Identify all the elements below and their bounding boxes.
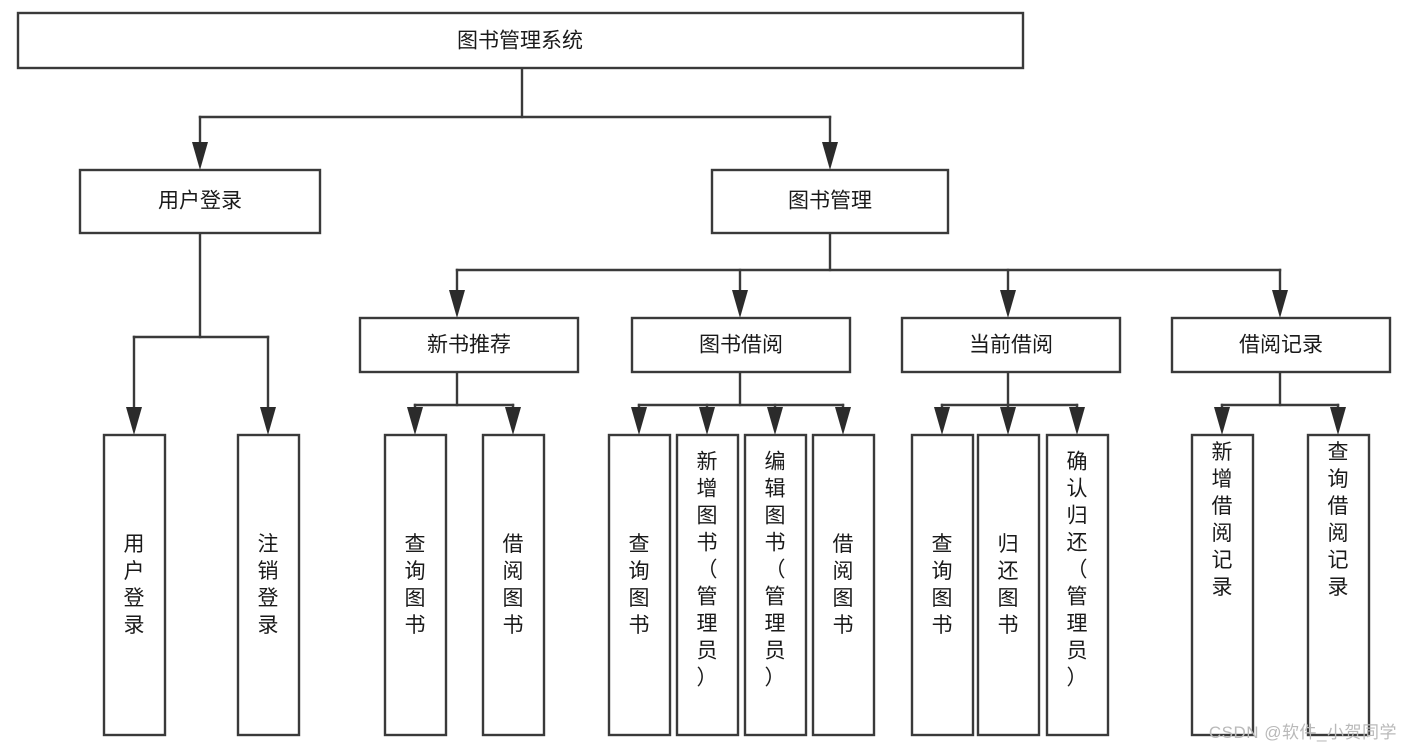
node-label-leaf-return-book: 归还图书 <box>998 533 1019 637</box>
connector-borrow-to-leaves <box>631 370 851 435</box>
node-label-leaf-logout: 注销登录 <box>258 533 279 637</box>
node-leaf-query-book-recommend[interactable]: 查询图书 <box>383 433 448 737</box>
node-borrow-record[interactable]: 借阅记录 <box>1170 316 1392 374</box>
node-label-current-borrow: 当前借阅 <box>969 334 1053 357</box>
arrow-head-icon <box>260 407 276 435</box>
arrow-head-icon <box>192 142 208 170</box>
arrow-head-icon <box>835 407 851 435</box>
node-label-leaf-confirm-return-admin: 确认归还（管理员） <box>1067 451 1088 690</box>
arrow-head-icon <box>126 407 142 435</box>
arrow-head-icon <box>505 407 521 435</box>
node-new-book-recommend[interactable]: 新书推荐 <box>358 316 580 374</box>
arrow-head-icon <box>1069 407 1085 435</box>
connector-user-login-to-leaves <box>126 231 276 435</box>
connector-recommend-to-leaves <box>407 370 521 435</box>
arrow-head-icon <box>822 142 838 170</box>
node-leaf-add-borrow-record[interactable]: 新增借阅记录 <box>1190 433 1255 737</box>
arrow-head-icon <box>934 407 950 435</box>
node-label-leaf-query-borrow-record: 查询借阅记录 <box>1328 441 1349 599</box>
node-label-leaf-borrow-book-recommend: 借阅图书 <box>503 533 524 637</box>
node-root-system[interactable]: 图书管理系统 <box>16 11 1025 70</box>
node-leaf-query-book-borrow[interactable]: 查询图书 <box>607 433 672 737</box>
connector-record-to-leaves <box>1214 370 1346 435</box>
connector-book-manage-to-level3 <box>449 231 1288 318</box>
node-leaf-edit-book-admin[interactable]: 编辑图书（管理员） <box>743 433 808 737</box>
node-label-book-borrow: 图书借阅 <box>699 334 783 357</box>
arrow-head-icon <box>1272 290 1288 318</box>
arrow-head-icon <box>449 290 465 318</box>
node-leaf-borrow-book-borrow[interactable]: 借阅图书 <box>811 433 876 737</box>
arrow-head-icon <box>1000 290 1016 318</box>
connector-current-borrow-to-leaves <box>934 370 1085 435</box>
node-label-leaf-borrow-book-borrow: 借阅图书 <box>833 533 854 637</box>
node-leaf-logout[interactable]: 注销登录 <box>236 433 301 737</box>
node-leaf-query-borrow-record[interactable]: 查询借阅记录 <box>1306 433 1371 737</box>
node-book-borrow[interactable]: 图书借阅 <box>630 316 852 374</box>
connector-root-to-level2 <box>192 66 838 170</box>
node-label-leaf-user-login: 用户登录 <box>124 533 145 637</box>
node-label-leaf-query-book-recommend: 查询图书 <box>405 533 426 637</box>
node-label-leaf-query-book-borrow: 查询图书 <box>629 533 650 637</box>
node-leaf-add-book-admin[interactable]: 新增图书（管理员） <box>675 433 740 737</box>
node-label-leaf-add-book-admin: 新增图书（管理员） <box>697 451 718 690</box>
node-label-leaf-query-book-current: 查询图书 <box>932 533 953 637</box>
csdn-watermark: CSDN @软件_小贺同学 <box>1208 723 1397 742</box>
arrow-head-icon <box>1000 407 1016 435</box>
node-leaf-user-login[interactable]: 用户登录 <box>102 433 167 737</box>
node-label-new-book-recommend: 新书推荐 <box>427 334 511 357</box>
arrow-head-icon <box>732 290 748 318</box>
node-label-root-system: 图书管理系统 <box>457 30 583 53</box>
node-leaf-borrow-book-recommend[interactable]: 借阅图书 <box>481 433 546 737</box>
node-book-management[interactable]: 图书管理 <box>710 168 950 235</box>
node-label-book-management: 图书管理 <box>788 190 872 213</box>
arrow-head-icon <box>767 407 783 435</box>
arrow-head-icon <box>699 407 715 435</box>
node-label-leaf-add-borrow-record: 新增借阅记录 <box>1212 441 1233 599</box>
node-label-borrow-record: 借阅记录 <box>1239 334 1323 357</box>
node-user-login[interactable]: 用户登录 <box>78 168 322 235</box>
arrow-head-icon <box>1330 407 1346 435</box>
node-label-leaf-edit-book-admin: 编辑图书（管理员） <box>765 451 786 690</box>
arrow-head-icon <box>631 407 647 435</box>
node-label-user-login: 用户登录 <box>158 190 242 213</box>
node-current-borrow[interactable]: 当前借阅 <box>900 316 1122 374</box>
node-leaf-query-book-current[interactable]: 查询图书 <box>910 433 975 737</box>
node-leaf-return-book[interactable]: 归还图书 <box>976 433 1041 737</box>
arrow-head-icon <box>407 407 423 435</box>
arrow-head-icon <box>1214 407 1230 435</box>
node-leaf-confirm-return-admin[interactable]: 确认归还（管理员） <box>1045 433 1110 737</box>
